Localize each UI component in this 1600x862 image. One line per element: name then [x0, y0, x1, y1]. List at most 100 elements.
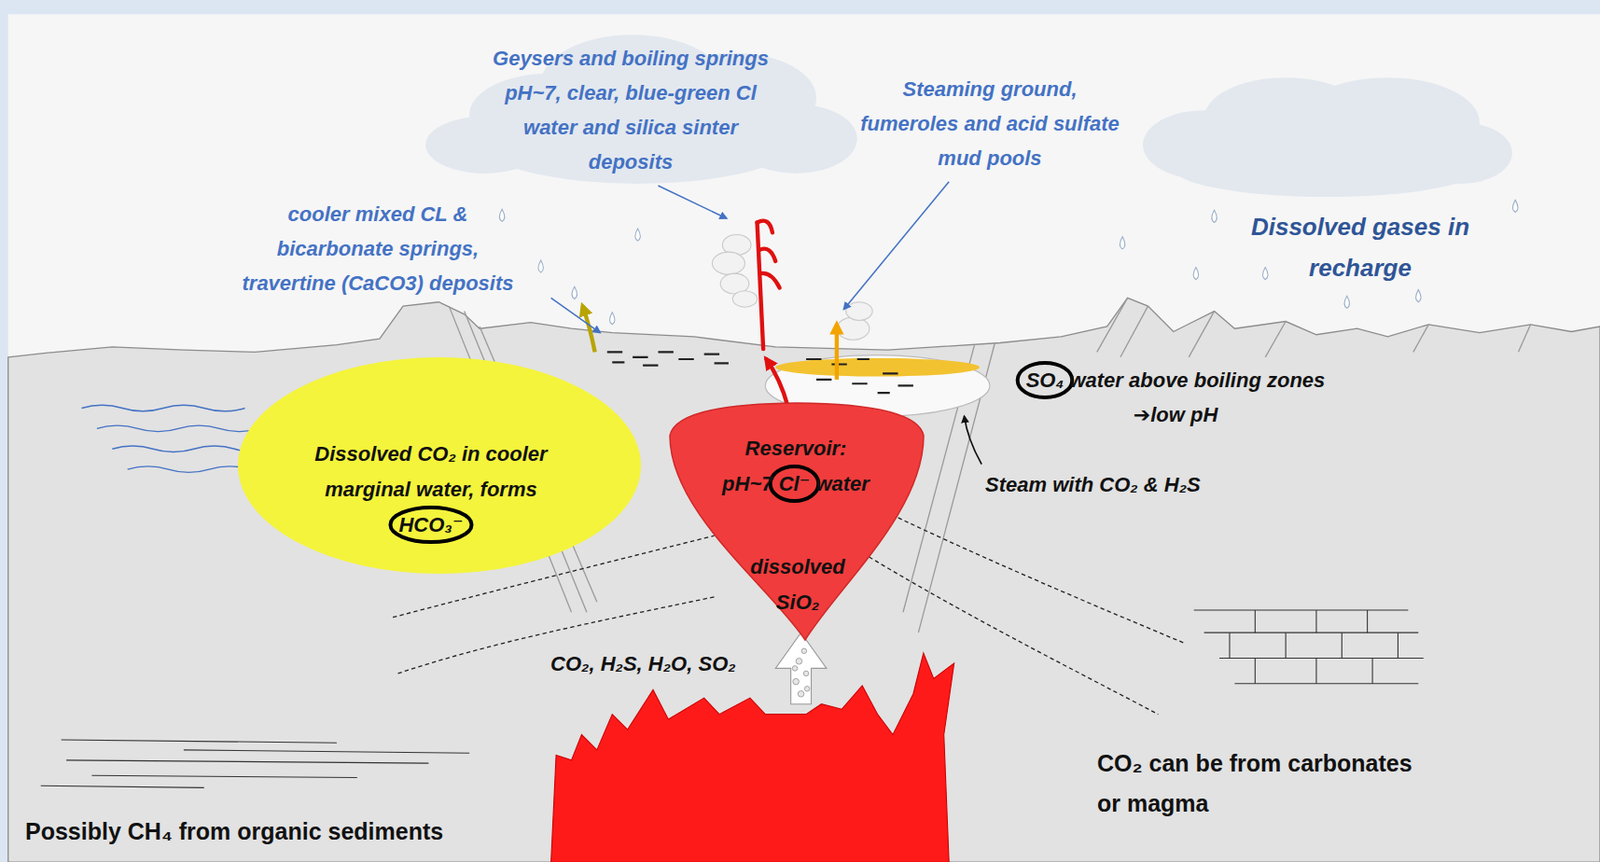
cloud: [1173, 139, 1480, 197]
fault-lines: [1413, 324, 1429, 353]
limestone-bricks: [1194, 610, 1424, 684]
text-word: in: [1447, 212, 1470, 241]
text-word: H₂S,: [600, 652, 643, 676]
callout-text: cooler mixed CL & bicarbonate springs, t…: [241, 196, 514, 301]
gas-arrow: [803, 670, 808, 676]
zone-text: Reservoir: pH~7 Cl⁻ water: [722, 431, 870, 502]
steam-puff: [836, 317, 870, 340]
steam-leader: [964, 416, 983, 464]
gas-arrow: [775, 632, 827, 705]
cloud: [425, 34, 858, 184]
fault-lines: [1097, 297, 1128, 352]
text-word: magma: [1126, 790, 1210, 817]
text-word: (CaCO3): [341, 271, 424, 295]
sky: [8, 13, 1600, 862]
text-word: CH₄: [127, 818, 173, 845]
reservoir-zone: Reservoir: pH~7 Cl⁻ water dissolved SiO₂: [665, 400, 929, 643]
ground: [8, 297, 1600, 862]
sediment-layers: [91, 775, 357, 778]
fault-lines: [1518, 324, 1531, 353]
text-word: in: [461, 442, 481, 466]
text-word: &: [453, 202, 469, 226]
text-word: deposits: [588, 150, 673, 174]
highlight-ring: [389, 507, 472, 543]
callout-text: Possibly CH₄ from organic sediments: [25, 817, 444, 846]
text-word: springs,: [399, 236, 480, 261]
text-word: pools: [987, 146, 1043, 170]
geyser: [765, 359, 788, 406]
text-word: and: [963, 111, 1001, 136]
text-word: cooler: [288, 202, 350, 226]
text-word: blue-green: [625, 81, 730, 105]
raindrop: [610, 312, 615, 325]
callout-text: Dissolved gases in recharge: [1251, 206, 1470, 289]
callout-text: CO₂ can be from carbonates or magma: [1097, 743, 1413, 824]
highlight-ring: [1017, 362, 1073, 398]
text-word: deposits: [429, 271, 514, 295]
text-word: travertine: [241, 271, 335, 295]
zone-outline: [237, 357, 641, 574]
text-word: and: [583, 115, 620, 140]
text-word: sinter: [681, 115, 738, 140]
raindrop: [571, 286, 577, 299]
text-word: and: [579, 46, 616, 70]
text-word: marginal: [324, 477, 411, 501]
text-word: pH~7,: [504, 81, 562, 105]
limestone-bricks: [1194, 610, 1424, 684]
raindrop: [1344, 295, 1350, 308]
text-word: or: [1097, 790, 1121, 817]
text-word: sulfate: [1053, 111, 1120, 136]
text-word: Reservoir:: [745, 436, 848, 460]
zone-text: dissolved SiO₂: [750, 549, 845, 621]
text-word: bicarbonate: [277, 236, 394, 261]
text-word: zones: [1266, 368, 1325, 392]
fault-lines: [1120, 306, 1149, 358]
marginal-water-zone: Dissolved CO₂ in cooler marginal water, …: [237, 357, 641, 574]
text-word: pH~7: [722, 472, 773, 496]
raindrop: [499, 208, 504, 222]
leader-line: [551, 297, 601, 333]
geyser: [757, 222, 765, 349]
text-word: carbonates: [1287, 750, 1412, 777]
text-word: above: [1128, 368, 1189, 392]
text-word: can: [1149, 750, 1190, 777]
gas-arrow: [793, 678, 800, 685]
text-word: water: [815, 472, 869, 496]
text-word: mud: [937, 146, 981, 170]
clay-dashes: [806, 359, 914, 393]
geyser: [759, 249, 777, 262]
text-word: Steaming: [902, 77, 995, 101]
sediment-layers: [66, 760, 429, 764]
leader-line: [551, 181, 950, 334]
text-word: ➔low: [1133, 403, 1185, 427]
limestone-bricks: [1229, 632, 1398, 658]
sediment-layers: [61, 739, 337, 743]
fault-lines: [1265, 321, 1286, 358]
callout-text: Steam with CO₂ & H₂S: [985, 471, 1201, 500]
geothermal-illustration: [8, 13, 1600, 862]
leader-line: [844, 181, 950, 310]
text-word: dissolved: [750, 555, 845, 579]
water-lines: [82, 404, 246, 412]
steam-puff: [711, 251, 745, 275]
text-word: Dissolved: [1251, 212, 1366, 241]
text-word: Possibly: [25, 818, 122, 845]
limestone-bricks: [1254, 657, 1373, 683]
steam-arrow: [834, 324, 839, 380]
callout-text: SO₄ water above boiling zones ➔low pH: [1026, 362, 1326, 432]
raindrop: [1263, 267, 1268, 280]
text-word: CO₂: [417, 442, 456, 466]
text-word: fumeroles: [860, 111, 959, 136]
text-word: Cl: [736, 81, 757, 105]
text-word: mixed: [355, 202, 416, 226]
raindrop: [1193, 267, 1198, 280]
text-word: CL: [419, 202, 447, 226]
text-word: sediments: [328, 818, 445, 845]
raindrop: [1119, 236, 1125, 250]
steam-heated-zone: [775, 358, 980, 377]
raindrop: [499, 199, 1518, 324]
text-word: SO₂: [697, 652, 736, 676]
text-word: SiO₂: [776, 590, 820, 614]
text-word: springs: [694, 46, 768, 70]
